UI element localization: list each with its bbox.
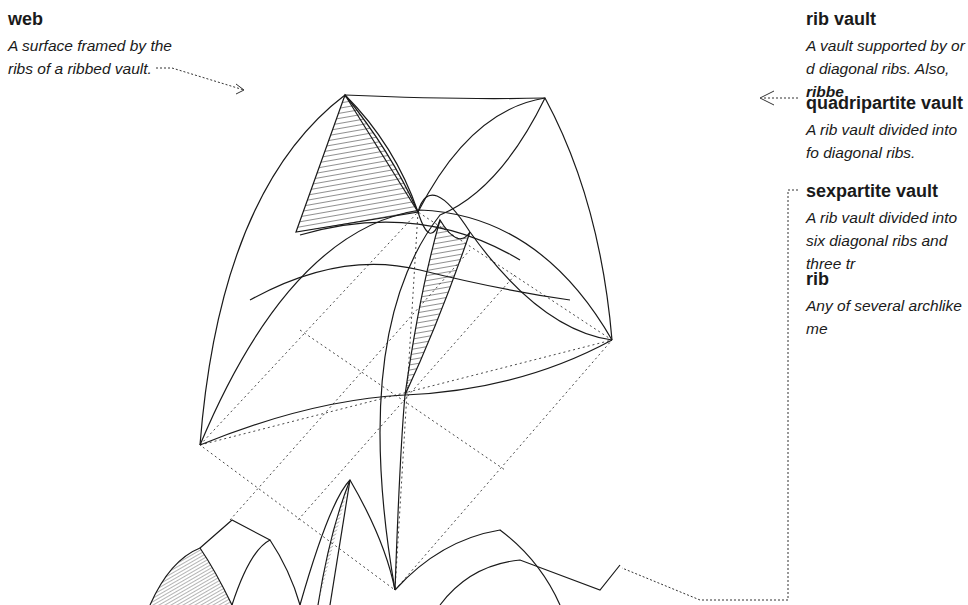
text-block: Any of several archlike me bbox=[806, 294, 966, 340]
text-block: rib vault bbox=[806, 8, 966, 30]
term-heading: sexpartite vault bbox=[806, 180, 966, 202]
text-block: A rib vault divided into six diagonal ri… bbox=[806, 206, 966, 275]
text-block: A rib vault divided into fo diagonal rib… bbox=[806, 118, 966, 164]
term-heading: web bbox=[8, 8, 208, 30]
term-definition: Any of several archlike me bbox=[806, 294, 966, 340]
term-heading: quadripartite vault bbox=[806, 92, 966, 114]
term-definition: A rib vault divided into six diagonal ri… bbox=[806, 206, 966, 275]
term-definition: A vault supported by or d diagonal ribs.… bbox=[806, 37, 965, 77]
text-block: sexpartite vault bbox=[806, 180, 966, 202]
text-block: A surface framed by the ribs of a ribbed… bbox=[8, 34, 188, 80]
text-block: web bbox=[8, 8, 208, 30]
text-block: quadripartite vault bbox=[806, 92, 966, 114]
term-definition: A rib vault divided into fo diagonal rib… bbox=[806, 118, 966, 164]
term-definition: A surface framed by the ribs of a ribbed… bbox=[8, 34, 188, 80]
term-heading: rib bbox=[806, 268, 966, 290]
text-block: rib bbox=[806, 268, 966, 290]
term-heading: rib vault bbox=[806, 8, 966, 30]
text-block: A vault supported by or d diagonal ribs.… bbox=[806, 34, 966, 103]
